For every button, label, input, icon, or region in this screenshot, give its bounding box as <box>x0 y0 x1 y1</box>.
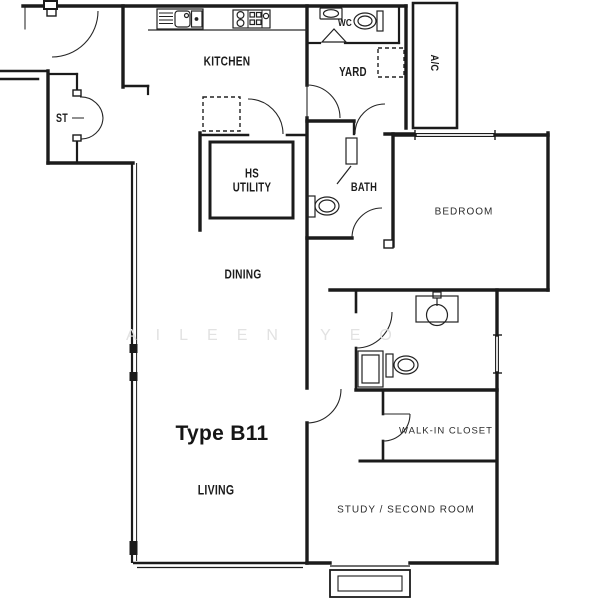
room-label-bath: BATH <box>350 180 378 194</box>
door-jambs <box>43 0 394 249</box>
windows <box>129 130 502 569</box>
closet-door-arc <box>382 413 411 442</box>
bath-shower-icon <box>336 137 358 185</box>
kitchen-sink-icon <box>156 8 204 30</box>
room-label-living: LIVING <box>197 482 235 498</box>
bay-window <box>329 569 411 598</box>
watermark-text: AILEEN YEO <box>126 327 411 344</box>
room-label-dining: DINING <box>224 266 262 282</box>
door-swings <box>51 10 411 442</box>
wc-toilet-icon <box>353 10 384 32</box>
kitchen-yard-door-arc <box>306 84 341 119</box>
room-label-bedroom: BEDROOM <box>434 206 494 218</box>
st-door-arc-upper <box>79 96 104 119</box>
cooktop-icon <box>232 9 271 29</box>
room-label-ac-ledge: A/C <box>428 54 440 72</box>
wc-basin-icon <box>319 7 343 20</box>
room-label-study: STUDY / SECOND ROOM <box>337 504 475 516</box>
room-label-yard: YARD <box>339 65 367 79</box>
bath-door-arc <box>351 207 383 239</box>
hs-utility-door-arc <box>247 98 284 135</box>
unit-type-label: Type B11 <box>175 422 269 445</box>
walls <box>0 1 550 565</box>
suite-entry-door-arc <box>306 388 342 424</box>
yard-bath-door-arc <box>354 103 386 135</box>
room-label-walk-in-closet: WALK-IN CLOSET <box>399 425 493 437</box>
room-label-hs-utility: HS UTILITY <box>232 166 272 195</box>
room-label-kitchen: KITCHEN <box>203 53 251 69</box>
ensuite-shower-icon <box>357 350 384 388</box>
room-label-wc: WC <box>337 17 353 29</box>
entry-door-arc <box>51 10 99 58</box>
wc-shower-icon <box>320 28 348 43</box>
ensuite-toilet-icon <box>385 353 419 378</box>
ensuite-door-arc <box>355 311 393 349</box>
bath-toilet-icon <box>307 195 340 218</box>
room-label-store: ST <box>56 113 68 125</box>
washer-dashed-box <box>377 47 405 78</box>
refrigerator-dashed-box <box>202 96 241 132</box>
st-door-arc-lower <box>79 117 104 140</box>
ensuite-vanity-basin-icon <box>415 291 459 327</box>
